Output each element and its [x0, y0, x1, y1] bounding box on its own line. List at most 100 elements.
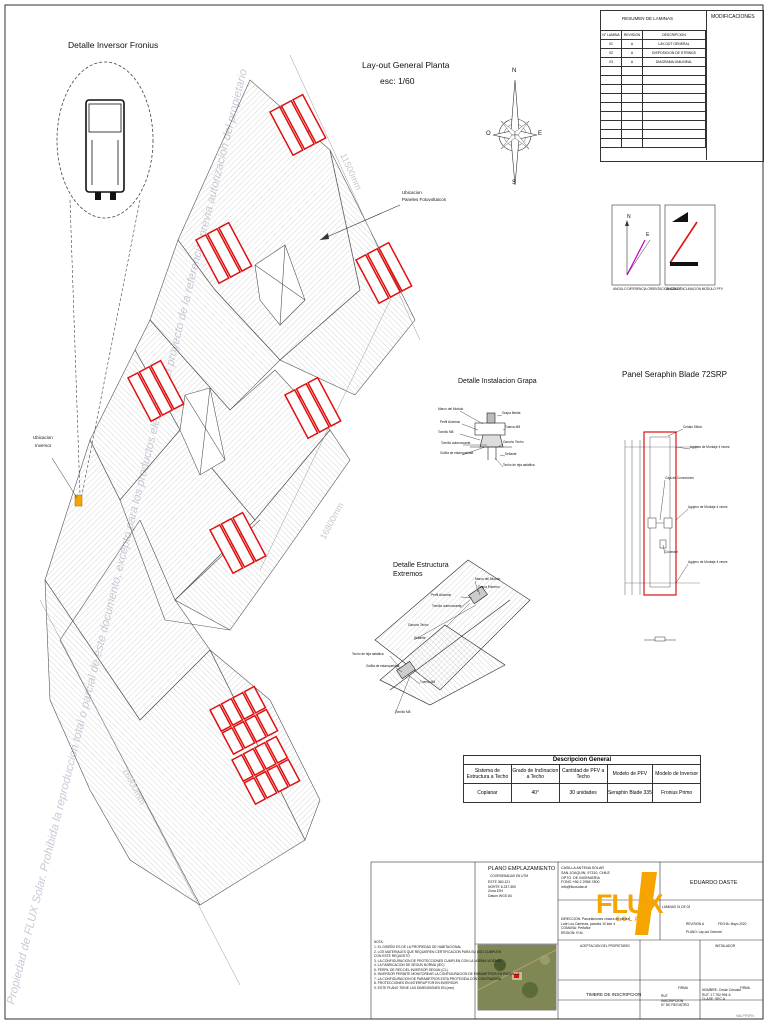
callout-label: Agujero de Montaje 4 veces: [688, 505, 728, 509]
inverter-marker: [74, 494, 83, 507]
text-line: N° DE REGISTRO: [661, 1003, 690, 1008]
pv-arrays: [126, 93, 413, 806]
pv-panel: [220, 517, 256, 569]
pv-panel: [354, 253, 390, 305]
site-photo: [477, 945, 557, 1010]
lamina-cell: A: [621, 39, 643, 49]
callout-leader: [389, 655, 401, 669]
pv-panel: [266, 764, 290, 793]
callout-label: Gancho Techo: [503, 440, 524, 444]
callout-leader: [497, 443, 504, 448]
callout-leader: [662, 544, 666, 555]
roof-layout: [39, 54, 421, 986]
general-description-table: Descripcion General Sistema de Estructur…: [463, 755, 701, 803]
flux-logo: [635, 872, 657, 935]
callout-leader: [502, 428, 506, 431]
inverter-detail-title: Detalle Inversor Fronius: [68, 40, 159, 50]
text-line: SAN JOAQUIN, 97310, CHILE: [561, 870, 610, 875]
pv-panel: [280, 99, 316, 151]
text-line: info@fluxsolar.cl: [561, 885, 588, 890]
clamp-leaders: [459, 410, 506, 468]
table-row: [600, 111, 706, 121]
notes-list: 1. EL DISEÑO ES DE LA PROPIEDAD DE HABIT…: [374, 945, 519, 990]
structure-detail-title-2: Extremos: [393, 571, 423, 578]
brand-logo-sub: SOLAR: [616, 917, 647, 923]
text-line: 2. LOS MATERIALES QUE REQUIEREN CERTIFIC…: [374, 949, 501, 954]
text-line: 3. LA CONFIGURACION DE PROTECCIONES CUMP…: [374, 958, 502, 963]
pv-panel: [283, 388, 319, 440]
gd-value: 40°: [510, 783, 560, 803]
text-line: INSCRIPCION: [661, 998, 684, 1003]
azimuth-caption: ANGULO DIFERENCIA ORIENTACION AZIMUT: [613, 287, 682, 291]
callout-leader: [496, 414, 503, 417]
layout-title: Lay-out General Planta: [362, 60, 450, 70]
installer-signature-label: INSTALADOR: [715, 944, 736, 948]
general-description-title: Descripcion General: [463, 755, 701, 765]
lamina-col-2: REVISION: [621, 30, 643, 40]
lamina-cell: A: [621, 57, 643, 67]
panel-leaders: [659, 428, 691, 584]
inverter-icon: [85, 99, 125, 200]
callout-label: Tornillo M8: [438, 430, 454, 434]
pv-panel: [306, 376, 342, 428]
text-line: 7. LA CONFIGURACION DE PARAMETROS ESTA P…: [374, 976, 502, 981]
layout-scale: esc: 1/60: [380, 76, 415, 86]
callout-leader: [474, 580, 479, 593]
pv-panel: [254, 770, 278, 800]
table-row: [600, 120, 706, 130]
azimuth-diagram: [611, 204, 661, 286]
notes-title: NOTA:: [374, 940, 384, 944]
table-row: [600, 75, 706, 85]
installer-signature: FIRMA: [740, 986, 750, 990]
callout-label: Caja de Conexiones: [665, 476, 694, 480]
revision: REVISION A: [686, 922, 705, 926]
callout-label: Celdas Silicio: [683, 425, 703, 429]
callout-label: Agujero de Montaje 4 veces: [688, 560, 728, 564]
pv-panel: [208, 703, 232, 733]
table-row: [600, 102, 706, 112]
callout-label: Sellante: [414, 636, 426, 640]
compass-rose: [492, 79, 538, 186]
pv-panel: [126, 371, 162, 423]
callout-leader: [477, 588, 481, 596]
lamina-cell: 02: [600, 48, 622, 58]
general-description-values: Coplanar 40° 30 unidades Seraphin Blade …: [463, 783, 701, 803]
brand-logo-text: FLUX: [596, 889, 663, 919]
lamina-cell: DISPOSICION DE STRINGS: [642, 48, 706, 58]
lamina-cell: 03: [600, 57, 622, 67]
pv-array: [283, 376, 342, 440]
pv-panel: [208, 523, 244, 575]
azimuth-e: E: [646, 232, 650, 238]
callout-leader: [460, 596, 473, 599]
pv-panel: [221, 726, 245, 756]
lamina-cell: LAY-OUT GENERAL: [642, 39, 706, 49]
table-row: 02 A DISPOSICION DE STRINGS: [600, 48, 706, 58]
pv-panel: [265, 735, 289, 764]
text-line: RUT: [661, 994, 668, 998]
pv-panel: [242, 747, 266, 777]
inclination-caption: ANGULO INCLINACION MODULO PFV: [666, 287, 723, 291]
lamina-table-header: N° LAMINA REVISION DESCRIPCION: [600, 30, 706, 40]
callout-label: Grapa Extremo: [478, 585, 500, 589]
text-line: NORTE 6.247.350: [488, 884, 516, 889]
callout-label: Agujero de Montaje 4 veces: [690, 445, 730, 449]
gd-value: 30 unidades: [558, 783, 608, 803]
structure-detail-title-1: Detalle Estructura: [393, 562, 449, 569]
callout-label: Golilla de estanqueidad: [440, 451, 474, 455]
callout-label: Tornillo M8: [395, 710, 411, 714]
sheet-code: LAMINAS 01 DE 03: [662, 905, 691, 909]
footer-code: VALPFVFN: [736, 1014, 754, 1018]
structure-detail-drawing: [374, 559, 531, 706]
compass-n: N: [512, 68, 517, 74]
gd-header: Modelo de PFV: [606, 764, 654, 784]
plan-title: PLANO EMPLAZAMIENTO: [488, 866, 556, 872]
callout-leader: [499, 454, 506, 457]
callout-label: Tuerca M8: [420, 680, 436, 684]
pv-panel: [291, 93, 327, 145]
callout-leader: [413, 604, 477, 641]
text-line: CLASE: SEC A: [702, 997, 725, 1002]
pv-array: [208, 511, 267, 575]
